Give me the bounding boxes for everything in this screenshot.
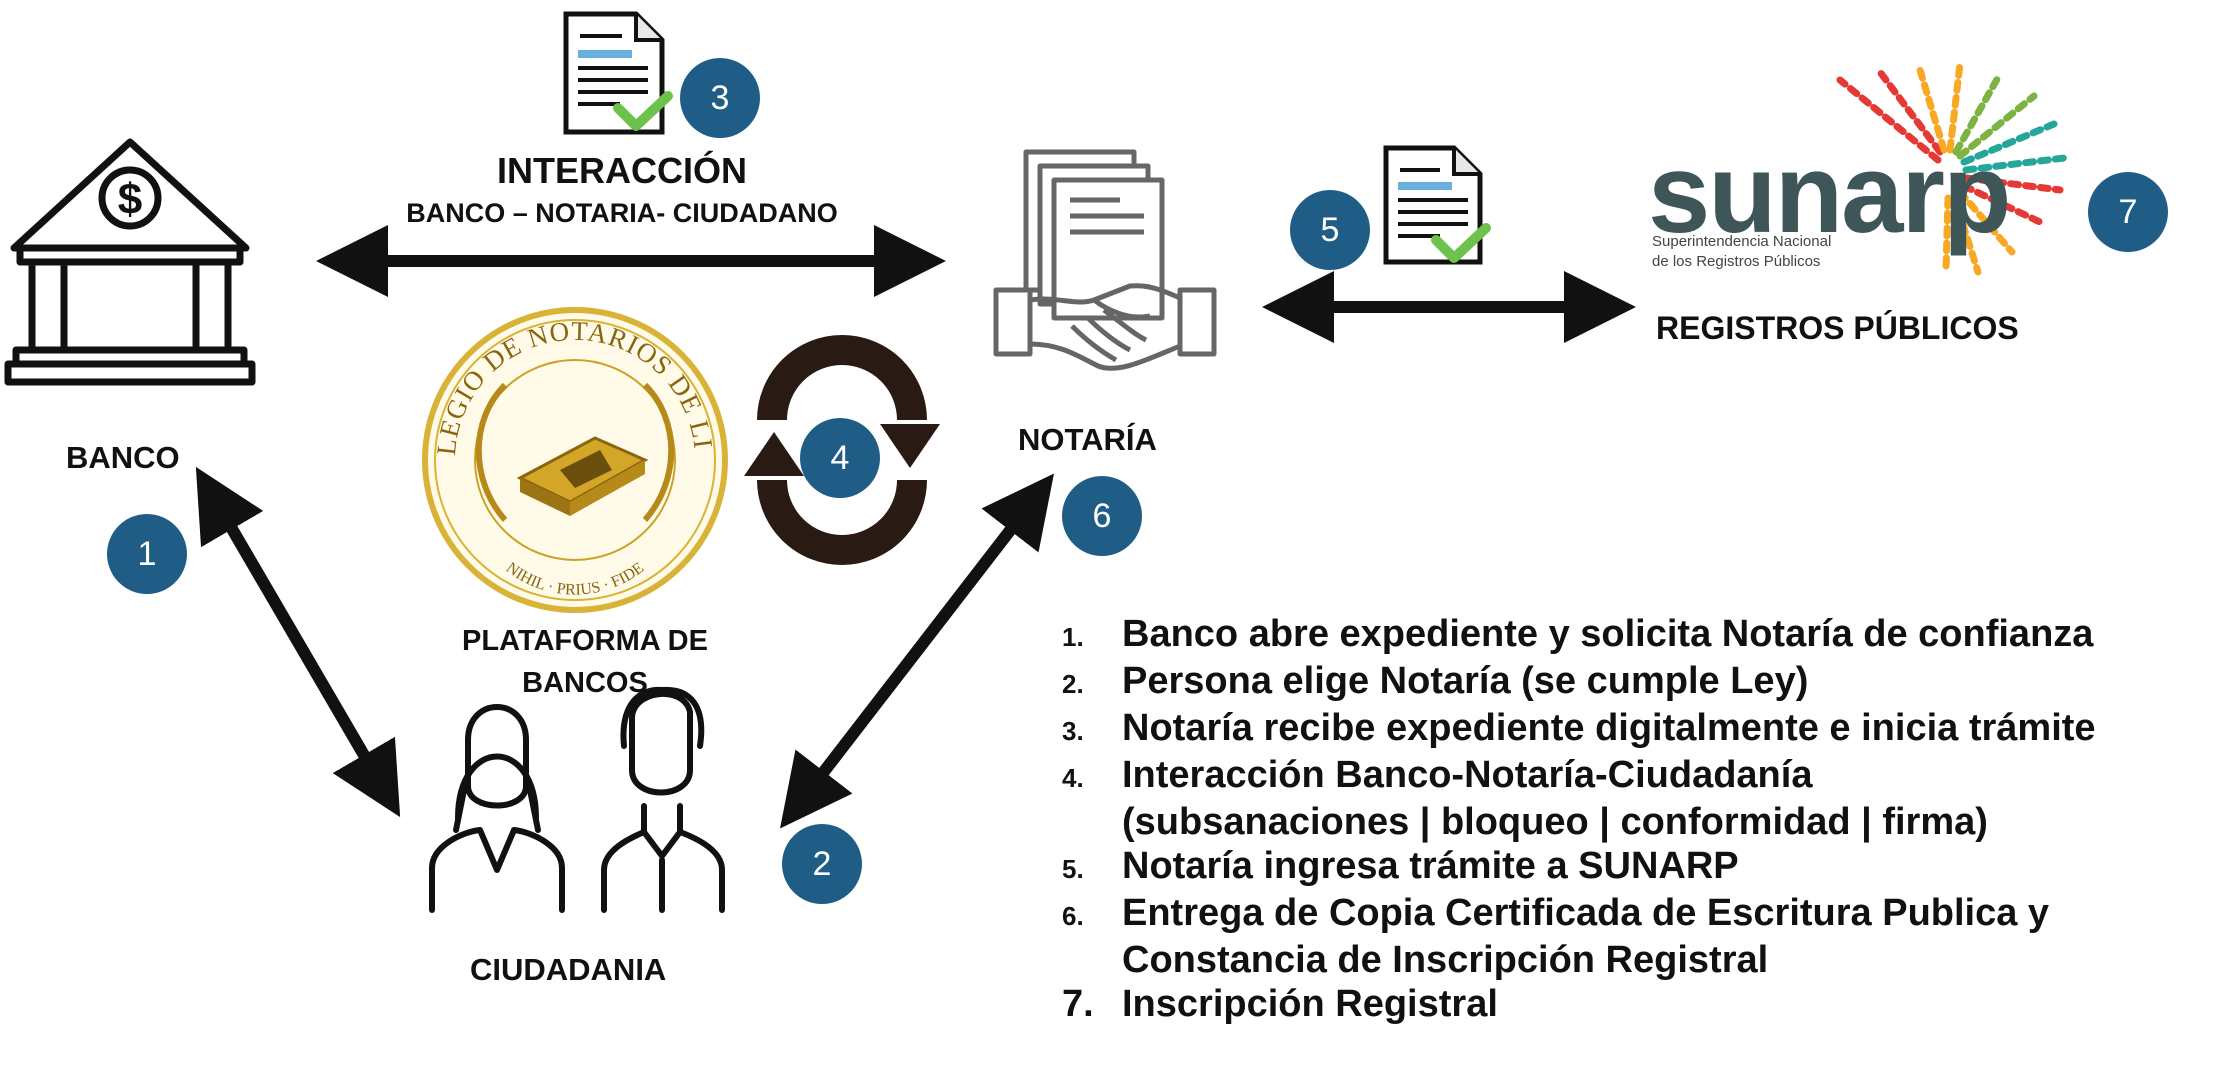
notaria-label: NOTARÍA: [1018, 422, 1157, 457]
step-item: 2. Persona elige Notaría (se cumple Ley): [1062, 659, 2096, 706]
notary-handshake-icon: [993, 149, 1217, 371]
step-item: 3. Notaría recibe expediente digitalment…: [1062, 706, 2096, 753]
badge-1: 1: [107, 514, 187, 594]
step-text: Notaría recibe expediente digitalmente e…: [1122, 707, 2096, 749]
step-number: 6.: [1062, 901, 1084, 931]
badge-5: 5: [1290, 190, 1370, 270]
step-continuation: Constancia de Inscripción Registral: [1122, 939, 1769, 981]
badge-3: 3: [680, 58, 760, 138]
badge-4: 4: [800, 418, 880, 498]
step-text: Persona elige Notaría (se cumple Ley): [1122, 660, 1809, 702]
document-check-icon: [1383, 145, 1491, 265]
plataforma-label: PLATAFORMA DE BANCOS: [410, 620, 760, 704]
plataforma-line2: BANCOS: [522, 667, 648, 699]
step-number: 3.: [1062, 716, 1084, 746]
badge-2: 2: [782, 824, 862, 904]
step-number: 4.: [1062, 763, 1084, 793]
step-item: 5. Notaría ingresa trámite a SUNARP: [1062, 844, 2096, 891]
man-icon: [601, 686, 725, 913]
arrow-banco-ciudadania: [195, 466, 401, 818]
step-number: 7.: [1062, 983, 1094, 1025]
badge-6: 6: [1062, 476, 1142, 556]
step-number: 5.: [1062, 854, 1084, 884]
step-text: Interacción Banco-Notaría-Ciudadanía: [1122, 754, 1813, 796]
step-continuation: (subsanaciones | bloqueo | conformidad |…: [1122, 801, 1988, 843]
step-text: Inscripción Registral: [1122, 983, 1498, 1025]
step-text: Banco abre expediente y solicita Notaría…: [1122, 613, 2094, 655]
colegio-notarios-seal: [422, 307, 728, 613]
step-item: 6. Entrega de Copia Certificada de Escri…: [1062, 891, 2096, 938]
banco-label: BANCO: [66, 440, 180, 475]
sunarp-subtitle: Superintendencia Nacional de los Registr…: [1652, 232, 1831, 272]
step-text: Entrega de Copia Certificada de Escritur…: [1122, 892, 2050, 934]
steps-list: 1. Banco abre expediente y solicita Nota…: [1062, 612, 2096, 1026]
sunarp-subtitle-line2: de los Registros Públicos: [1652, 253, 1821, 270]
woman-icon: [429, 704, 565, 913]
step-number: 1.: [1062, 622, 1084, 652]
cycle-arrowheads: [744, 424, 940, 476]
step-text: Notaría ingresa trámite a SUNARP: [1122, 845, 1739, 887]
ciudadania-label: CIUDADANIA: [470, 952, 667, 987]
step-item: 1. Banco abre expediente y solicita Nota…: [1062, 612, 2096, 659]
interaccion-title: INTERACCIÓN: [497, 150, 747, 191]
step-item: 7. Inscripción Registral: [1062, 982, 2096, 1026]
sunarp-subtitle-line1: Superintendencia Nacional: [1652, 233, 1832, 250]
step-number: 2.: [1062, 669, 1084, 699]
document-check-icon: [563, 11, 673, 135]
badge-7: 7: [2088, 172, 2168, 252]
plataforma-line1: PLATAFORMA DE: [462, 625, 708, 657]
svg-text:$: $: [118, 175, 142, 224]
registros-label: REGISTROS PÚBLICOS: [1656, 310, 2019, 346]
step-item: 4. Interacción Banco-Notaría-Ciudadanía: [1062, 753, 2096, 800]
sunarp-wordmark: sunarp: [1648, 131, 2011, 256]
interaccion-subtitle: BANCO – NOTARIA- CIUDADANO: [406, 198, 838, 228]
arrow-notaria-ciudadania: [780, 473, 1054, 829]
bank-icon: $: [4, 138, 256, 386]
sunarp-logo-icon: [1836, 60, 2068, 276]
